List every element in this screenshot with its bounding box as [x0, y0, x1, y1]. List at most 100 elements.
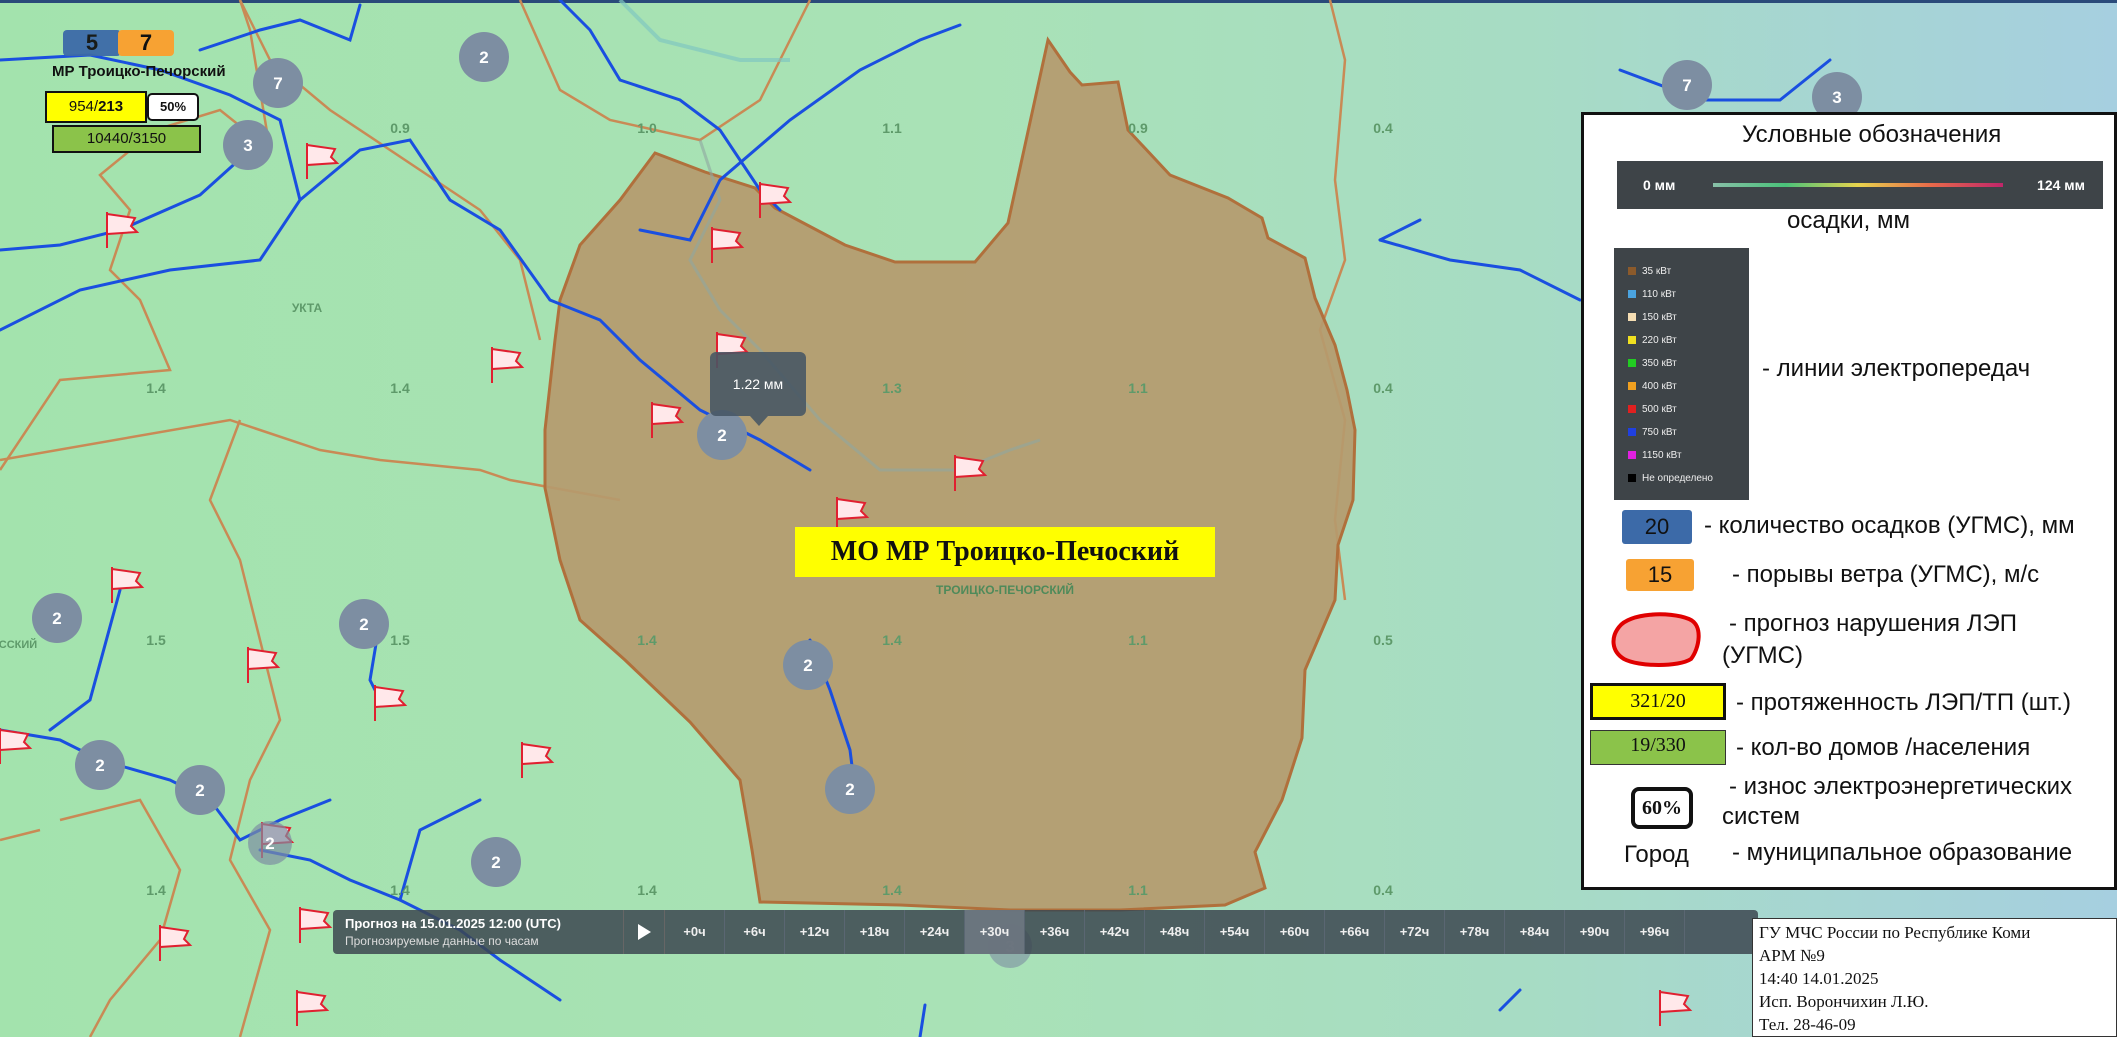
flag-icon — [0, 728, 33, 764]
flag-icon — [491, 347, 525, 383]
grid-value: 1.4 — [882, 632, 902, 648]
line-types-box: 35 кВт 110 кВт 150 кВт 220 кВт 350 кВт 4… — [1614, 248, 1749, 500]
wear-chip: 60% — [1631, 787, 1693, 829]
timeline-step[interactable]: +36ч — [1025, 910, 1085, 954]
cluster-marker[interactable]: 3 — [1812, 72, 1862, 122]
cluster-markers: 2 7 3 7 3 2 2 2 2 2 2 2 2 2 3 — [32, 32, 1862, 968]
line-type-item: 500 кВт — [1628, 404, 1677, 415]
stamp-author: Исп. Ворончихин Л.Ю. — [1759, 992, 1929, 1011]
svg-text:2: 2 — [479, 48, 488, 67]
grid-value: 1.1 — [882, 120, 902, 136]
cluster-marker[interactable]: 2 — [697, 410, 747, 460]
lines-length-total: 954/ — [68, 98, 99, 115]
precip-chip: 20 — [1622, 510, 1692, 544]
cluster-marker[interactable]: 3 — [223, 120, 273, 170]
gradient-bar — [1713, 183, 2003, 187]
flag-icon — [296, 990, 330, 1026]
city-label-left: ССКИЙ — [0, 638, 37, 651]
stamp-workstation: АРМ №9 — [1759, 946, 1825, 965]
timeline-step[interactable]: +24ч — [905, 910, 965, 954]
cluster-marker[interactable]: 2 — [825, 764, 875, 814]
grid-value: 1.4 — [882, 882, 902, 898]
flag-icon — [651, 402, 685, 438]
play-button[interactable] — [623, 910, 665, 954]
stamp-org: ГУ МЧС России по Республике Коми — [1759, 923, 2031, 942]
lines-length-box: 954/213 — [45, 91, 147, 123]
svg-text:2: 2 — [845, 780, 854, 799]
timeline-step[interactable]: +12ч — [785, 910, 845, 954]
line-type-item: Не определено — [1628, 473, 1713, 484]
lines-caption: - линии электропередач — [1762, 355, 2031, 382]
svg-text:2: 2 — [95, 756, 104, 775]
cluster-marker[interactable]: 2 — [471, 837, 521, 887]
timeline-step[interactable]: +90ч — [1565, 910, 1625, 954]
lines-length-substations: 213 — [98, 98, 124, 115]
forecast-desc-1: - прогноз нарушения ЛЭП — [1729, 610, 2017, 637]
legend-title: Условные обозначения — [1742, 121, 2002, 148]
timeline-step[interactable]: +0ч — [665, 910, 725, 954]
line-type-item: 220 кВт — [1628, 335, 1677, 346]
district-small-label: ТРОИЦКО-ПЕЧОРСКИЙ — [936, 582, 1074, 597]
grid-value: 1.4 — [390, 882, 410, 898]
timeline-step[interactable]: +54ч — [1205, 910, 1265, 954]
gradient-min: 0 мм — [1643, 177, 1676, 193]
cluster-marker[interactable]: 2 — [459, 32, 509, 82]
svg-text:2: 2 — [195, 781, 204, 800]
author-stamp: ГУ МЧС России по Республике Коми АРМ №9 … — [1752, 918, 2117, 1037]
grid-value: 1.5 — [390, 632, 410, 648]
svg-text:3: 3 — [243, 136, 252, 155]
timeline-step[interactable]: +96ч — [1625, 910, 1685, 954]
timeline-steps: +0ч +6ч +12ч +18ч +24ч +30ч +36ч +42ч +4… — [665, 910, 1685, 954]
grid-value: 1.4 — [146, 380, 166, 396]
timeline-step[interactable]: +78ч — [1445, 910, 1505, 954]
flag-icon — [111, 567, 145, 603]
grid-value: 0.4 — [1373, 120, 1393, 136]
cluster-marker[interactable]: 2 — [248, 821, 292, 865]
cluster-marker[interactable]: 2 — [32, 593, 82, 643]
line-color-swatch — [1628, 382, 1636, 390]
timeline-step[interactable]: +60ч — [1265, 910, 1325, 954]
grid-value: 1.5 — [146, 632, 166, 648]
flag-icon — [954, 455, 988, 491]
flag-icon — [759, 182, 793, 218]
timeline-step[interactable]: +84ч — [1505, 910, 1565, 954]
line-color-swatch — [1628, 313, 1636, 321]
svg-text:3: 3 — [1832, 88, 1841, 107]
timeline-step[interactable]: +6ч — [725, 910, 785, 954]
houses-desc: - кол-во домов /населения — [1736, 734, 2031, 761]
river-north — [618, 0, 790, 62]
line-color-swatch — [1628, 405, 1636, 413]
flag-icon — [247, 647, 281, 683]
district-troitsko-pechorsky[interactable] — [543, 36, 1357, 912]
cluster-marker[interactable]: 2 — [783, 640, 833, 690]
precip-tooltip: 1.22 мм — [710, 352, 806, 426]
cluster-marker[interactable]: 2 — [175, 765, 225, 815]
cluster-marker[interactable]: 2 — [75, 740, 125, 790]
flag-icon — [521, 742, 555, 778]
precip-desc: - количество осадков (УГМС), мм — [1704, 512, 2075, 539]
line-type-item: 110 кВт — [1628, 289, 1676, 300]
line-type-item: 400 кВт — [1628, 381, 1677, 392]
cluster-marker[interactable]: 7 — [1662, 60, 1712, 110]
line-color-swatch — [1628, 336, 1636, 344]
timeline-step-active[interactable]: +30ч — [965, 910, 1025, 954]
line-type-item: 150 кВт — [1628, 312, 1677, 323]
forecast-area-icon — [1611, 612, 1701, 667]
timeline-step[interactable]: +42ч — [1085, 910, 1145, 954]
cluster-marker[interactable]: 2 — [339, 599, 389, 649]
svg-text:7: 7 — [1682, 76, 1691, 95]
timeline-step[interactable]: +72ч — [1385, 910, 1445, 954]
flag-icon — [299, 907, 333, 943]
timeline-step[interactable]: +48ч — [1145, 910, 1205, 954]
timeline-step[interactable]: +18ч — [845, 910, 905, 954]
city-desc: - муниципальное образование — [1732, 839, 2073, 866]
timeline-subtitle: Прогнозируемые данные по часам — [345, 934, 539, 948]
gradient-max: 124 мм — [2037, 177, 2085, 193]
grid-value: 1.1 — [1128, 882, 1148, 898]
svg-text:2: 2 — [359, 615, 368, 634]
grid-value: 0.9 — [390, 120, 410, 136]
cluster-marker[interactable]: 7 — [253, 58, 303, 108]
timeline-step[interactable]: +66ч — [1325, 910, 1385, 954]
precip-badge: 5 — [63, 30, 121, 56]
grid-value: 1.1 — [1128, 632, 1148, 648]
